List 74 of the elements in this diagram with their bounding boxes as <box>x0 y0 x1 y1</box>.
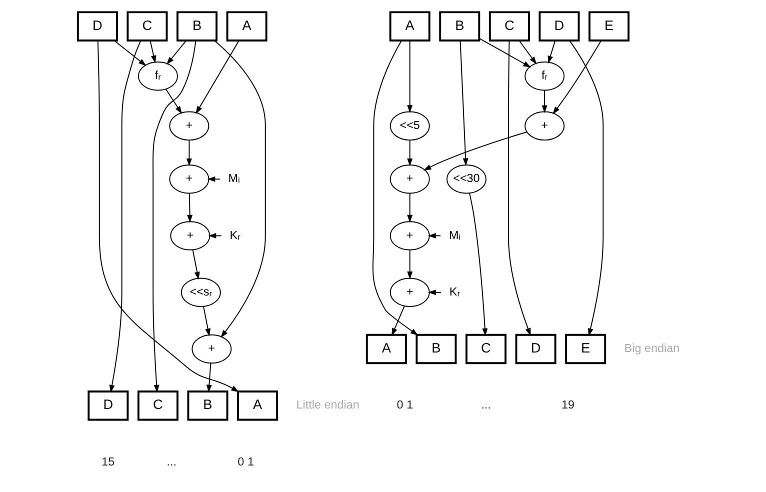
arrow <box>186 140 192 166</box>
node-ellipse: fᵣ <box>138 61 178 91</box>
node-box: B <box>176 11 218 42</box>
arrow <box>407 40 413 113</box>
node-box: D <box>76 11 118 42</box>
node-text: Kᵣ <box>230 228 240 242</box>
arrow <box>569 40 604 336</box>
node-box: E <box>565 334 606 364</box>
node-box: D <box>538 11 580 42</box>
arrow <box>407 249 413 280</box>
arrow <box>407 192 413 223</box>
arrow <box>407 140 413 166</box>
node-box: C <box>126 11 168 42</box>
node-ellipse: <<30 <box>446 164 486 194</box>
label: 19 <box>561 398 575 412</box>
arrow <box>392 306 405 336</box>
node-ellipse: + <box>524 111 565 141</box>
label: 0 1 <box>396 398 414 412</box>
node-ellipse: + <box>169 111 210 141</box>
arrow <box>206 362 212 393</box>
node-box: D <box>515 334 556 364</box>
node-text: Kᵣ <box>449 285 460 298</box>
node-box: B <box>439 11 480 42</box>
label: 15 <box>102 455 115 468</box>
arrow <box>542 90 548 114</box>
node-box: D <box>88 390 129 421</box>
node-box: B <box>187 390 228 421</box>
node-box: A <box>366 334 407 364</box>
node-ellipse: + <box>170 221 210 250</box>
arrow <box>518 40 537 64</box>
arrow <box>460 40 468 166</box>
arrow <box>165 88 182 114</box>
node-ellipse: fᵣ <box>524 61 565 91</box>
arrow <box>207 176 220 182</box>
node-ellipse: + <box>390 278 430 308</box>
node-ellipse: + <box>169 164 210 194</box>
arrow <box>150 40 156 64</box>
arrow <box>372 40 418 336</box>
node-ellipse: <<5 <box>390 111 430 141</box>
arrow <box>152 40 196 393</box>
arrow <box>109 40 142 393</box>
arrow <box>478 38 532 68</box>
arrow <box>203 306 211 336</box>
arrow <box>552 40 602 114</box>
node-ellipse: + <box>192 334 232 364</box>
label: Big endian <box>624 342 680 356</box>
arrow <box>508 40 531 336</box>
arrow <box>192 249 200 280</box>
node-box: C <box>466 334 506 364</box>
arrow <box>423 132 528 171</box>
arrow <box>196 40 240 114</box>
label: Little endian <box>296 398 360 412</box>
arrow <box>187 192 193 223</box>
node-box: A <box>226 11 268 42</box>
arrow <box>166 40 187 65</box>
node-ellipse: + <box>390 221 430 250</box>
node-ellipse: + <box>390 164 430 194</box>
node-box: A <box>389 11 430 42</box>
arrow <box>97 40 240 392</box>
node-text: Mᵢ <box>448 228 461 242</box>
arrow <box>469 192 488 336</box>
node-box: E <box>588 11 630 42</box>
node-box: B <box>416 334 457 364</box>
label: ... <box>481 398 491 412</box>
node-box: C <box>488 11 530 42</box>
label: 0 1 <box>238 455 254 468</box>
arrow <box>114 40 146 66</box>
node-ellipse: <<sᵣ <box>180 278 221 308</box>
label: ... <box>166 455 177 468</box>
node-box: A <box>237 390 278 421</box>
arrow <box>428 290 442 296</box>
node-box: C <box>137 390 178 421</box>
node-text: Mᵢ <box>228 172 240 186</box>
arrow <box>548 40 556 64</box>
